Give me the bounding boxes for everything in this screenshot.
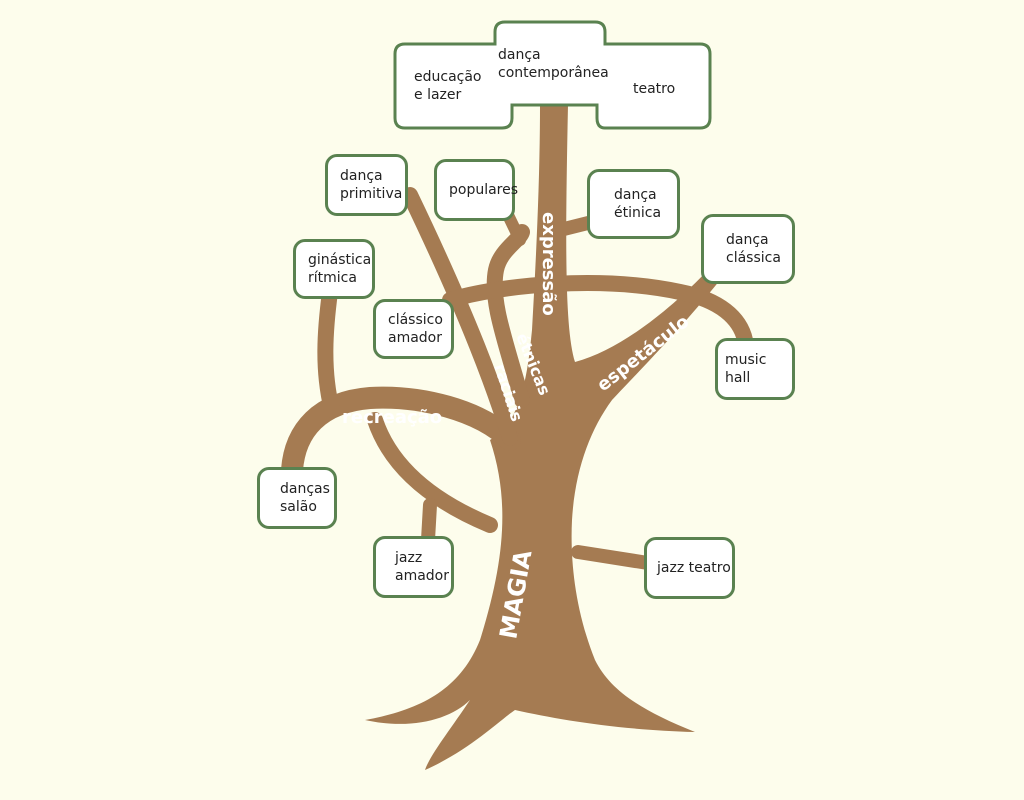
leaf-populares: populares xyxy=(434,159,519,221)
leaf-danca-classica: dança clássica xyxy=(701,214,795,284)
leaf-label: dança primitiva xyxy=(340,168,403,202)
leaf-label: clássico amador xyxy=(388,312,443,346)
branch-raciais xyxy=(402,187,518,446)
leaf-ginastica-ritmica: ginástica rítmica xyxy=(293,239,375,299)
leaf-jazz-teatro: jazz teatro xyxy=(644,537,735,599)
leaf-classico-amador: clássico amador xyxy=(373,299,454,359)
branch-jazz-amador xyxy=(421,498,437,547)
leaf-danca-etnica: dança étinica xyxy=(587,169,680,239)
branch-label-recreacao: recreação xyxy=(342,407,442,428)
leaf-label: populares xyxy=(449,182,519,198)
branch-etnicas xyxy=(486,224,530,408)
leaf-label: danças salão xyxy=(280,481,330,515)
leaf-label: jazz amador xyxy=(395,550,450,584)
leaf-music-hall: music hall xyxy=(715,338,795,400)
branch-label-expressao: expressão xyxy=(538,212,559,316)
canopy-teatro: teatro xyxy=(633,81,676,97)
branch-salao-lower xyxy=(367,412,498,533)
branch-ginastica xyxy=(317,284,340,418)
leaf-label: ginástica rítmica xyxy=(308,252,372,286)
canopy-educacao-lazer: educação e lazer xyxy=(414,69,482,103)
leaf-label: jazz teatro xyxy=(657,560,731,576)
leaf-label: dança étinica xyxy=(614,187,662,221)
leaf-dancas-salao: danças salão xyxy=(257,467,337,529)
leaf-danca-primitiva: dança primitiva xyxy=(325,154,408,216)
branch-populares xyxy=(502,209,526,246)
leaf-label: music hall xyxy=(725,352,767,386)
trunk xyxy=(365,105,720,770)
canopy-danca-contemporanea: dança contemporânea xyxy=(498,47,609,81)
leaf-jazz-amador: jazz amador xyxy=(373,536,454,598)
branch-classico xyxy=(442,275,753,348)
canopy-cloud xyxy=(393,20,712,130)
branch-jazz-teatro xyxy=(571,545,655,570)
branch-recreacao xyxy=(281,386,521,481)
branch-danca-etnica xyxy=(545,215,599,239)
leaf-label: dança clássica xyxy=(726,232,781,266)
